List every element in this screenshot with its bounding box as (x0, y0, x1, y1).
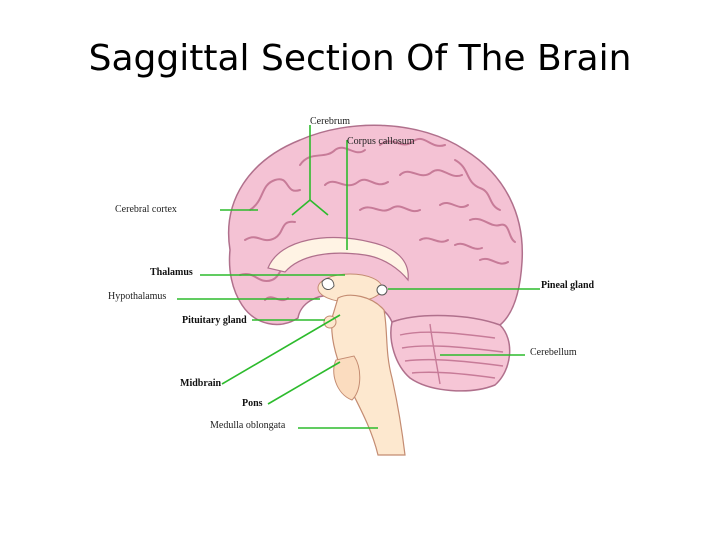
cerebral-gyri (239, 137, 516, 302)
pineal-shape (376, 284, 388, 296)
label-pineal-gland: Pineal gland (541, 280, 595, 291)
label-medulla-oblongata: Medulla oblongata (210, 420, 286, 431)
label-pons: Pons (242, 398, 263, 409)
label-cerebral-cortex: Cerebral cortex (115, 204, 177, 215)
corpus-callosum-shape (267, 237, 409, 282)
slide-title: Saggittal Section Of The Brain (88, 38, 632, 79)
hypothalamus-shape (321, 278, 335, 290)
label-pituitary-gland: Pituitary gland (182, 315, 247, 326)
label-cerebrum: Cerebrum (310, 116, 350, 127)
pons-shape (333, 355, 361, 401)
label-corpus-callosum: Corpus callosum (347, 136, 415, 147)
label-cerebellum: Cerebellum (530, 347, 577, 358)
label-thalamus: Thalamus (150, 267, 193, 278)
label-hypothalamus: Hypothalamus (108, 291, 166, 302)
leader-lines (177, 125, 540, 429)
cerebellum-folia (399, 323, 504, 385)
cerebellum-shape (390, 314, 511, 392)
label-midbrain: Midbrain (180, 378, 222, 389)
